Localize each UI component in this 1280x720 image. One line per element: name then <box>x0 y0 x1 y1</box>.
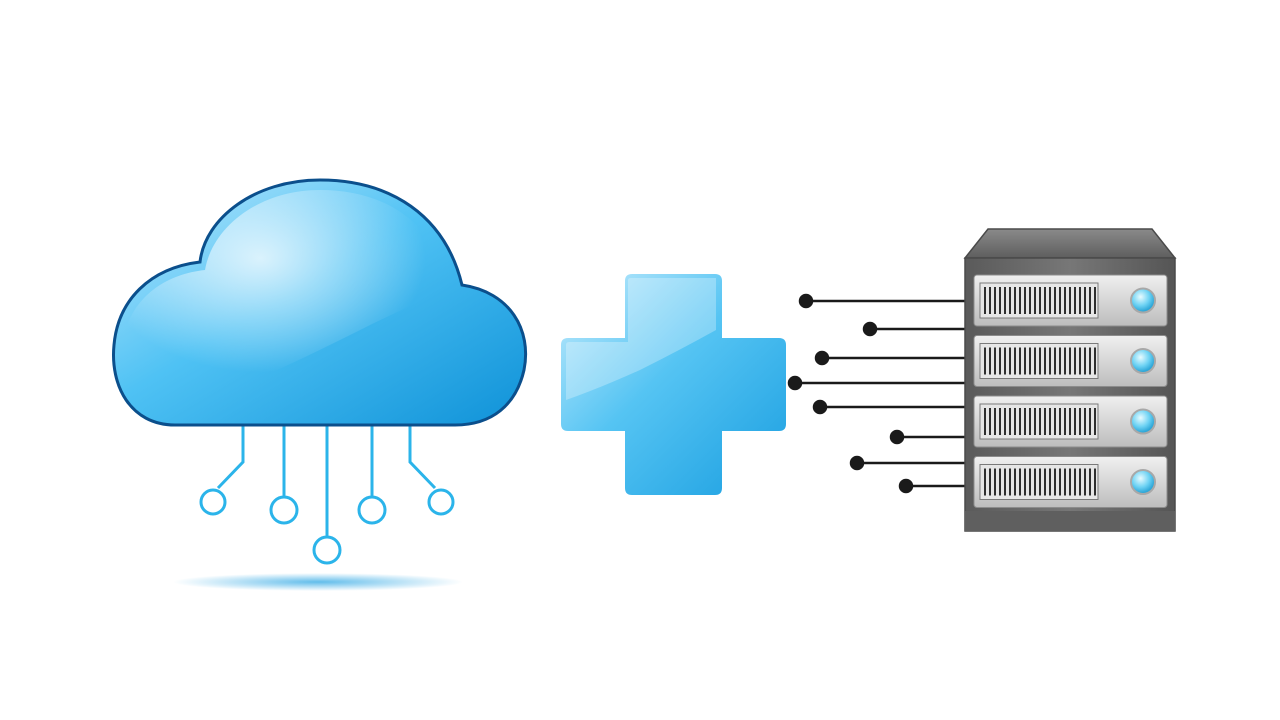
server-top <box>963 228 1177 259</box>
cable-end-8 <box>898 478 914 494</box>
cloud-shine <box>121 190 452 418</box>
plus-highlight <box>566 278 716 400</box>
server-base <box>965 511 1175 531</box>
server-rack-icon <box>963 228 1177 532</box>
cloud-connectors <box>199 425 455 565</box>
plus-shape <box>561 274 786 495</box>
cloud-shadow <box>173 573 463 591</box>
cloud-connector-node-2 <box>269 495 299 525</box>
server-unit <box>973 335 1168 387</box>
cable-end-1 <box>798 293 814 309</box>
cloud-connector-node-5 <box>427 488 455 516</box>
cable-end-6 <box>889 429 905 445</box>
cloud-connector-1 <box>216 425 245 490</box>
server-cables <box>787 293 966 494</box>
server-units <box>973 274 1168 508</box>
cable-end-5 <box>812 399 828 415</box>
cable-end-7 <box>849 455 865 471</box>
cable-end-3 <box>814 350 830 366</box>
cloud-network-icon <box>112 178 528 591</box>
server-led-icon <box>1130 469 1156 495</box>
cable-end-2 <box>862 321 878 337</box>
cloud-connector-5 <box>408 425 437 490</box>
cloud-connector-node-3 <box>312 535 342 565</box>
server-unit <box>973 395 1168 448</box>
server-unit <box>973 274 1168 327</box>
server-unit <box>973 456 1168 508</box>
cable-end-4 <box>787 375 803 391</box>
server-led-icon <box>1130 408 1156 435</box>
cloud-connector-node-1 <box>199 488 227 516</box>
server-led-icon <box>1130 348 1156 374</box>
plus-icon <box>561 274 786 495</box>
cloud-connector-node-4 <box>357 495 387 525</box>
server-led-icon <box>1130 287 1156 314</box>
